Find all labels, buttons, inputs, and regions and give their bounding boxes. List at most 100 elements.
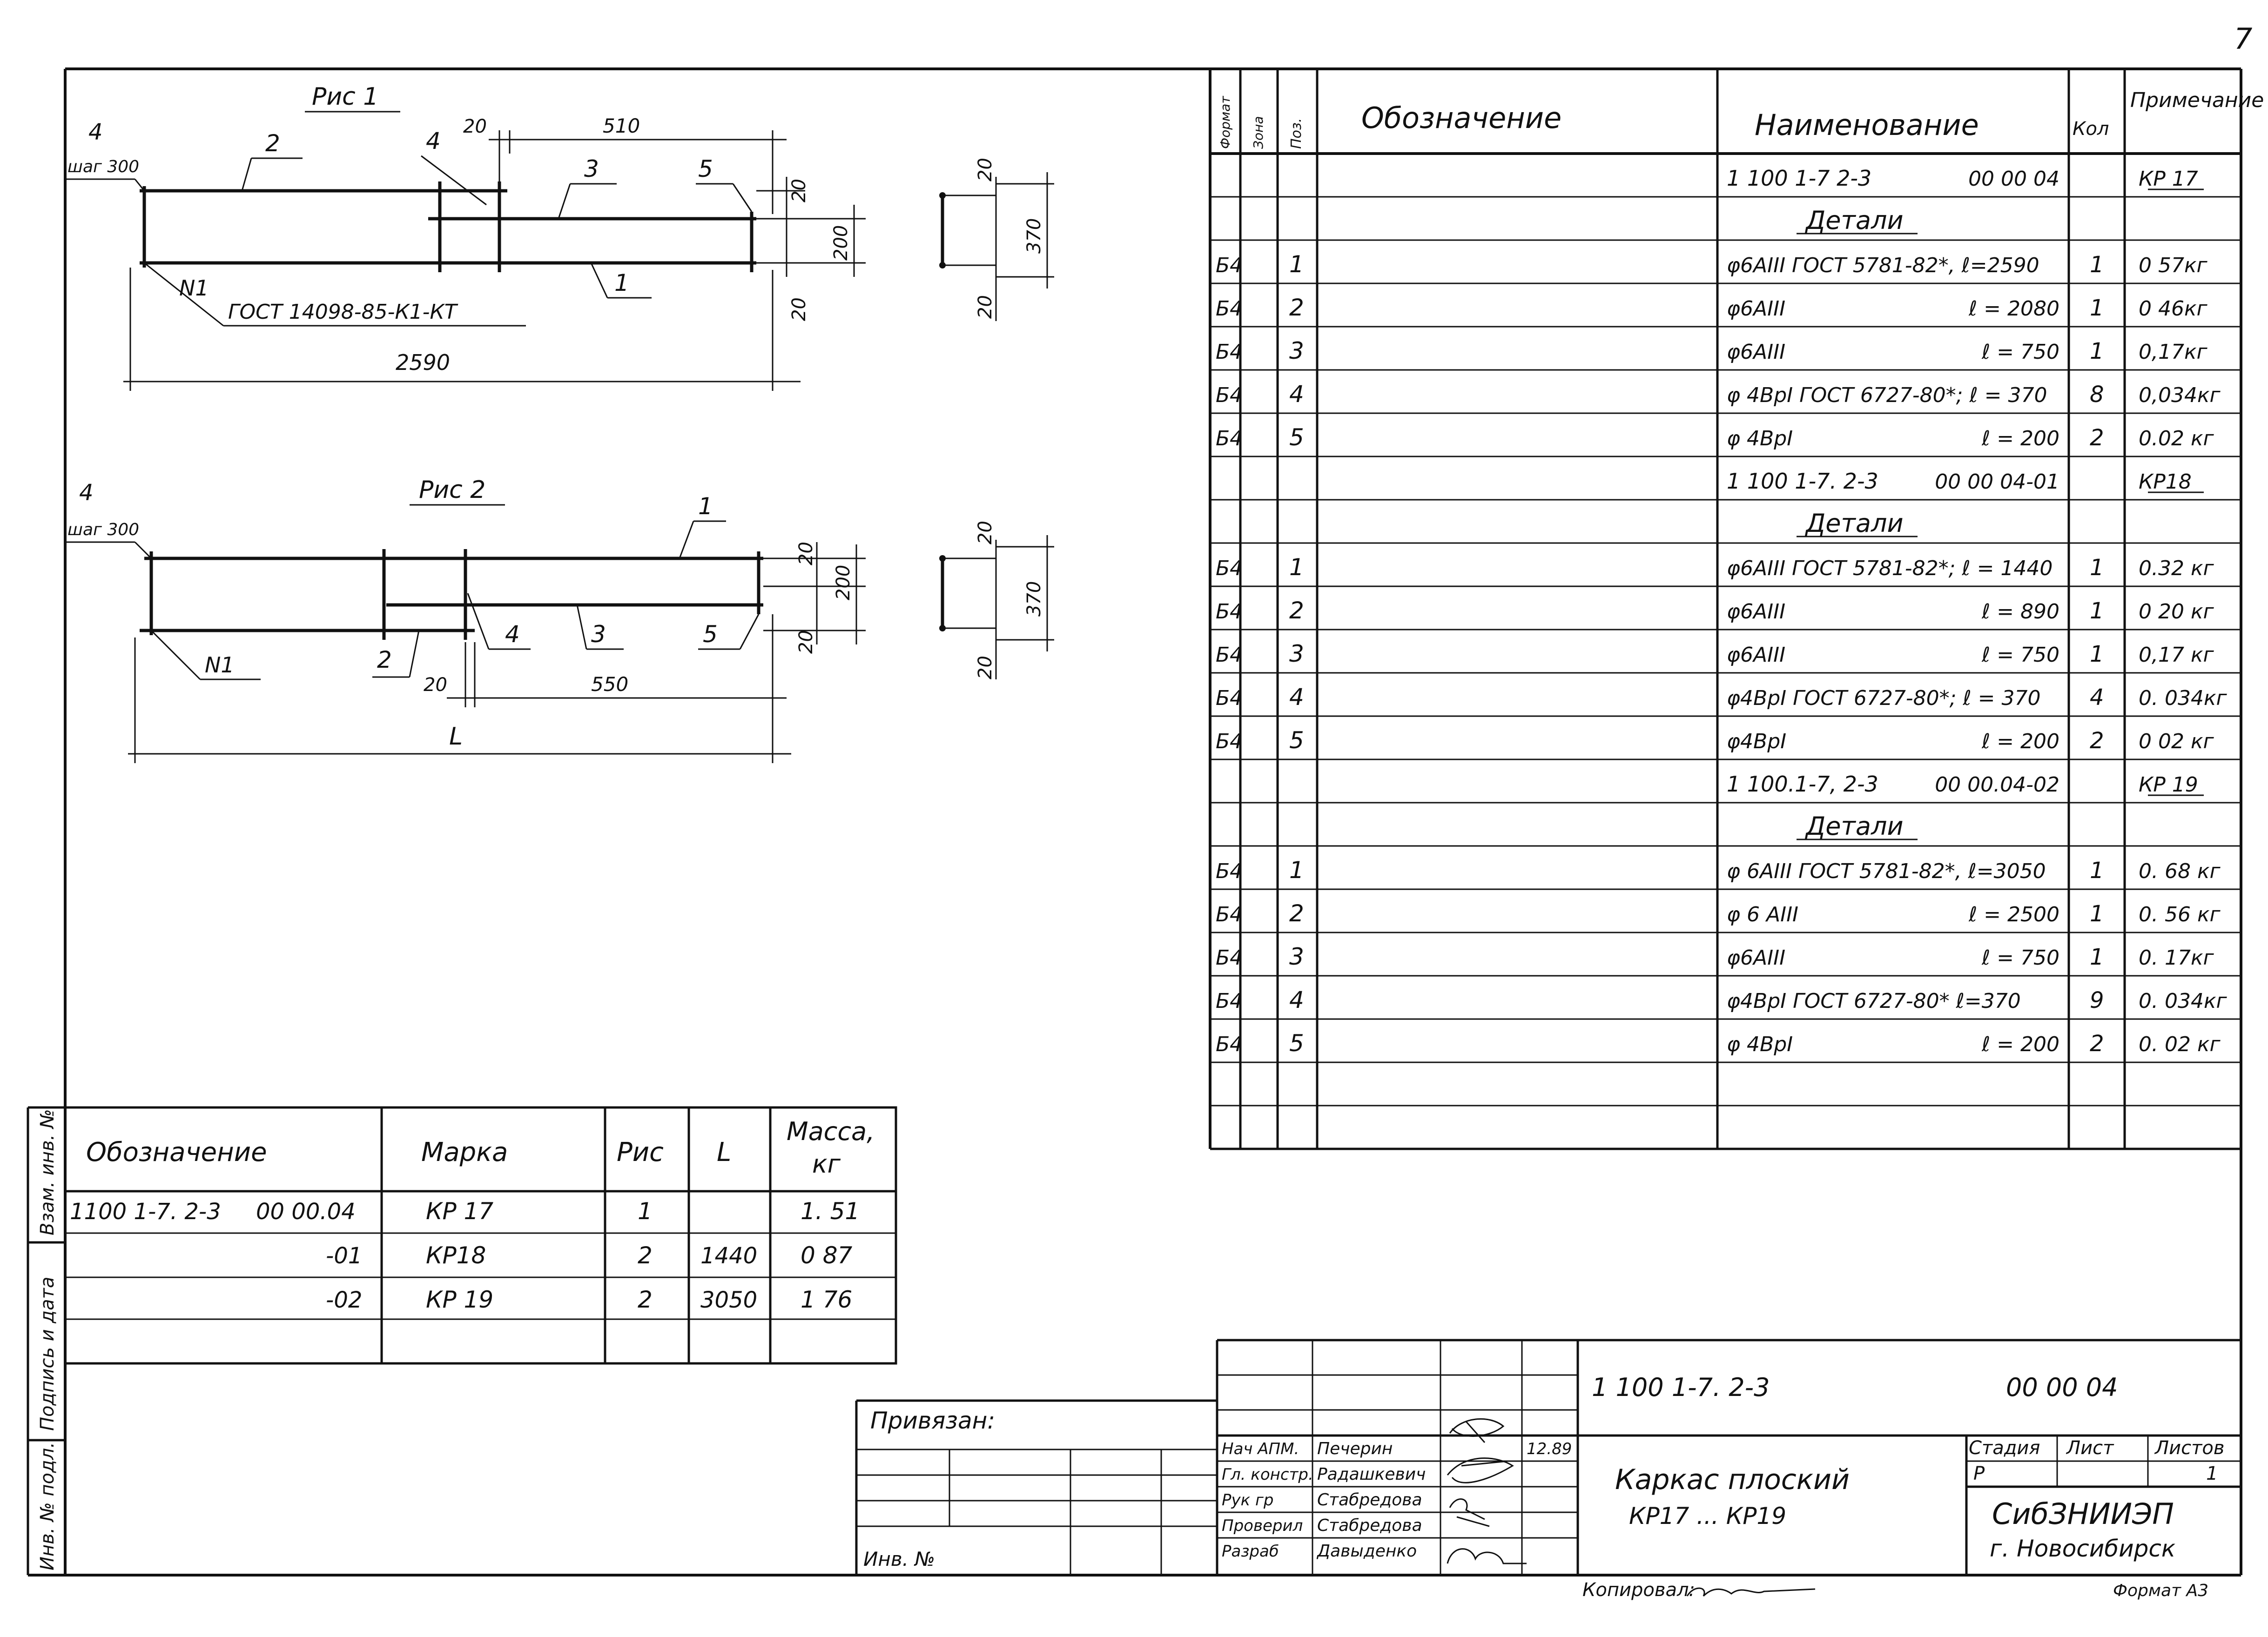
spec-row-pos: 1: [1289, 857, 1304, 884]
fig2-dim-overlap: 550: [591, 673, 628, 696]
spec-row-qty: 1: [2090, 901, 2104, 927]
inv-no-label: Инв. №: [863, 1548, 935, 1570]
sheets-value: 1: [2206, 1463, 2218, 1484]
fig2-step-pos: 4: [79, 480, 94, 506]
copied-signature: [1686, 1587, 1816, 1597]
spec-row-note: 0. 68 кг: [2139, 859, 2221, 883]
spec-row-qty: 9: [2090, 987, 2104, 1013]
spec-row-pos: 4: [1289, 986, 1304, 1013]
spec-row-qty: 1: [2090, 338, 2104, 364]
fig1-pos-1: 1: [614, 269, 629, 296]
mark-row-3-len: 3050: [700, 1287, 757, 1313]
side-stamp-podpis-data: Подпись и дата: [37, 1277, 58, 1431]
mark-row-2-len: 1440: [700, 1243, 757, 1269]
spec-row-name: 1 100.1-7, 2-3: [1727, 772, 1878, 797]
signature-2: [1447, 1457, 1514, 1483]
spec-row-note: КР 19: [2139, 773, 2198, 797]
spec-row-note: КР18: [2139, 470, 2192, 494]
spec-row-note: 0 02 кг: [2139, 730, 2214, 753]
spec-row-note: 0. 56 кг: [2139, 903, 2221, 926]
spec-header-pos: Поз.: [1288, 118, 1305, 149]
fig2-pos-2: 2: [377, 646, 392, 673]
section-2: 20 370 20: [939, 521, 1054, 679]
fig1-weld-label: N1: [179, 275, 209, 301]
mark-row-1-mass: 1. 51: [801, 1198, 860, 1225]
spec-row-name-code: 00 00 04-01: [1935, 470, 2059, 494]
spec-section-title: Детали: [1805, 812, 1904, 841]
fig2-dim-mid: 200: [833, 565, 854, 600]
mark-row-2-code: -01: [326, 1243, 362, 1269]
spec-row-note: 0.02 кг: [2139, 427, 2214, 450]
section-1: 20 370 20: [939, 158, 1054, 321]
spec-row-format: Б4: [1216, 254, 1243, 277]
spec-row-name-code: ℓ = 2500: [1968, 903, 2059, 926]
spec-row-name: φ4ВрI: [1727, 730, 1786, 753]
fig2-dim-top: 20: [795, 542, 817, 565]
fig1-pos-5: 5: [698, 155, 713, 182]
spec-row-name-code: ℓ = 200: [1981, 427, 2059, 450]
spec-header-name: Наименование: [1755, 108, 1979, 142]
signature-3: [1449, 1498, 1490, 1527]
spec-row-format: Б4: [1216, 297, 1243, 321]
mark-row-3-fig: 2: [638, 1286, 653, 1313]
org-city: г. Новосибирск: [1990, 1535, 2175, 1562]
figure-2: Рис 2 4 шаг 300 1 2 4 3 5 N1: [65, 476, 866, 763]
spec-row-pos: 1: [1289, 554, 1304, 581]
spec-row-pos: 5: [1289, 1030, 1304, 1057]
privyazan-label: Привязан:: [870, 1407, 995, 1434]
spec-section-title: Детали: [1805, 509, 1904, 538]
section1-dim-top: 20: [975, 158, 996, 181]
spec-row-format: Б4: [1216, 383, 1243, 407]
spec-header-format: Формат: [1218, 96, 1233, 149]
sheet-number: 7: [2234, 22, 2252, 56]
spec-row-pos: 5: [1289, 424, 1304, 451]
spec-row-pos: 4: [1289, 684, 1304, 711]
spec-row-name: 1 100 1-7. 2-3: [1727, 469, 1878, 494]
spec-row-note: 0,034кг: [2139, 383, 2221, 407]
spec-row-name: φ 4ВрI: [1727, 1033, 1793, 1056]
spec-row-name: φ6АIII: [1727, 946, 1785, 970]
figure-2-title: Рис 2: [419, 476, 485, 504]
spec-row-note: 0. 17кг: [2139, 946, 2214, 970]
staff-name-2: Радашкевич: [1317, 1465, 1426, 1484]
stage-label: Стадия: [1969, 1437, 2040, 1459]
spec-row-name-code: ℓ = 750: [1981, 946, 2059, 970]
mark-row-3-code: -02: [326, 1287, 362, 1313]
spec-row-name: φ6АIII ГОСТ 5781-82*, ℓ=2590: [1727, 254, 2039, 277]
fig2-dim-bot: 20: [795, 630, 817, 654]
spec-row-qty: 1: [2090, 555, 2104, 581]
mark-row-3-mass: 1 76: [801, 1286, 852, 1313]
spec-row-name-code: ℓ = 200: [1981, 730, 2059, 753]
sheet-label: Лист: [2066, 1437, 2114, 1459]
spec-row-format: Б4: [1216, 643, 1243, 667]
spec-row-note: 0 57кг: [2139, 254, 2208, 277]
mark-table-header-len: L: [717, 1137, 731, 1167]
spec-row-format: Б4: [1216, 557, 1243, 580]
side-stamp-inv-podl: Инв. № подл.: [37, 1442, 58, 1570]
section1-dim-mid: 370: [1023, 218, 1045, 254]
spec-row-note: 0,17 кг: [2139, 643, 2214, 667]
fig1-pos-3: 3: [584, 155, 599, 182]
spec-row-name: 1 100 1-7 2-3: [1727, 166, 1871, 191]
spec-row-qty: 1: [2090, 641, 2104, 667]
spec-row-name: φ 4ВрI ГОСТ 6727-80*; ℓ = 370: [1727, 383, 2047, 407]
spec-row-name-code: ℓ = 750: [1981, 340, 2059, 364]
staff-role-2: Гл. констр.: [1222, 1465, 1313, 1484]
fig1-dim-gap: 20: [463, 116, 487, 137]
spec-row-format: Б4: [1216, 600, 1243, 624]
spec-row-pos: 4: [1289, 381, 1304, 408]
mark-row-1-mark: КР 17: [426, 1198, 493, 1225]
spec-row-note: 0,17кг: [2139, 340, 2208, 364]
spec-row-qty: 2: [2090, 728, 2104, 754]
spec-row-pos: 5: [1289, 727, 1304, 754]
fig1-pos-2: 2: [265, 130, 280, 157]
spec-row-note: КР 17: [2139, 167, 2198, 191]
fig1-dim-mid: 200: [830, 225, 852, 261]
spec-row-note: 0 46кг: [2139, 297, 2208, 321]
fig2-dim-length: L: [449, 723, 463, 751]
spec-row-name: φ6АIII: [1727, 340, 1785, 364]
spec-row-name-code: ℓ = 890: [1981, 600, 2059, 624]
spec-row-note: 0. 034кг: [2139, 686, 2228, 710]
spec-row-pos: 3: [1289, 337, 1304, 364]
